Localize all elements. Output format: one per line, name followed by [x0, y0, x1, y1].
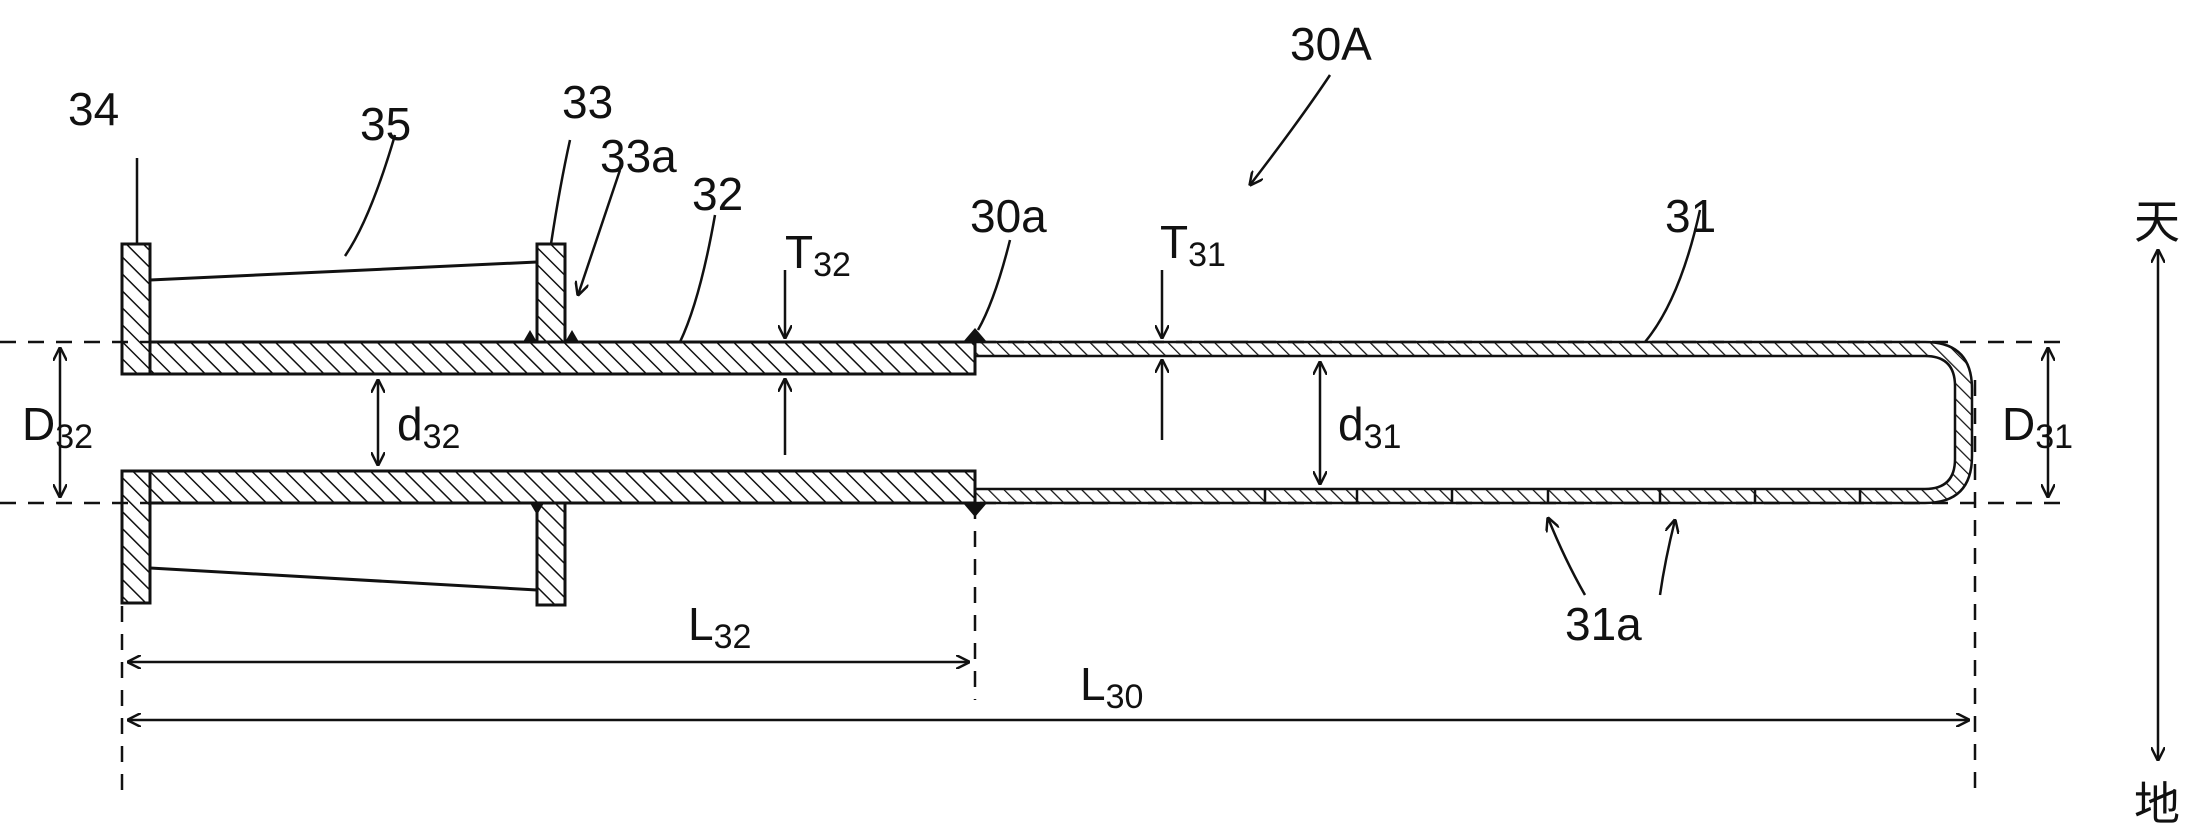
- label-bottom: 地: [2134, 777, 2180, 831]
- leader-lines: [135, 74, 1702, 596]
- label-thick-pipe-32: 32: [692, 168, 743, 220]
- label-flange-weld-33a: 33a: [600, 130, 677, 182]
- thick-pipe-32: [148, 340, 977, 505]
- dim-label-t32: T32: [785, 226, 851, 284]
- label-thin-pipe-31: 31: [1665, 190, 1716, 242]
- weld-beads: [523, 328, 987, 517]
- label-flange-34: 34: [68, 83, 119, 135]
- flange-33: [535, 242, 567, 607]
- label-flange-33: 33: [562, 76, 613, 128]
- label-assembly-30a: 30A: [1290, 18, 1372, 70]
- flange-34: [120, 242, 152, 605]
- label-joint-30a: 30a: [970, 190, 1047, 242]
- reference-lines: [0, 340, 2070, 790]
- holes-31a: [1263, 489, 1862, 503]
- dim-label-d32-outer: D32: [22, 398, 93, 456]
- dim-label-l30: L30: [1080, 658, 1143, 716]
- dim-label-l32: L32: [688, 598, 751, 656]
- dim-label-d31-outer: D31: [2002, 398, 2073, 456]
- dim-label-d32-inner: d32: [397, 398, 460, 456]
- label-top: 天: [2134, 195, 2180, 249]
- dim-label-d31-inner: d31: [1338, 398, 1401, 456]
- thin-pipe-31: [973, 340, 1974, 505]
- label-taper-35: 35: [360, 98, 411, 150]
- label-holes-31a: 31a: [1565, 598, 1642, 650]
- dimension-arrows: [60, 250, 2158, 760]
- taper-35: [149, 260, 538, 592]
- dim-label-t31: T31: [1160, 216, 1226, 274]
